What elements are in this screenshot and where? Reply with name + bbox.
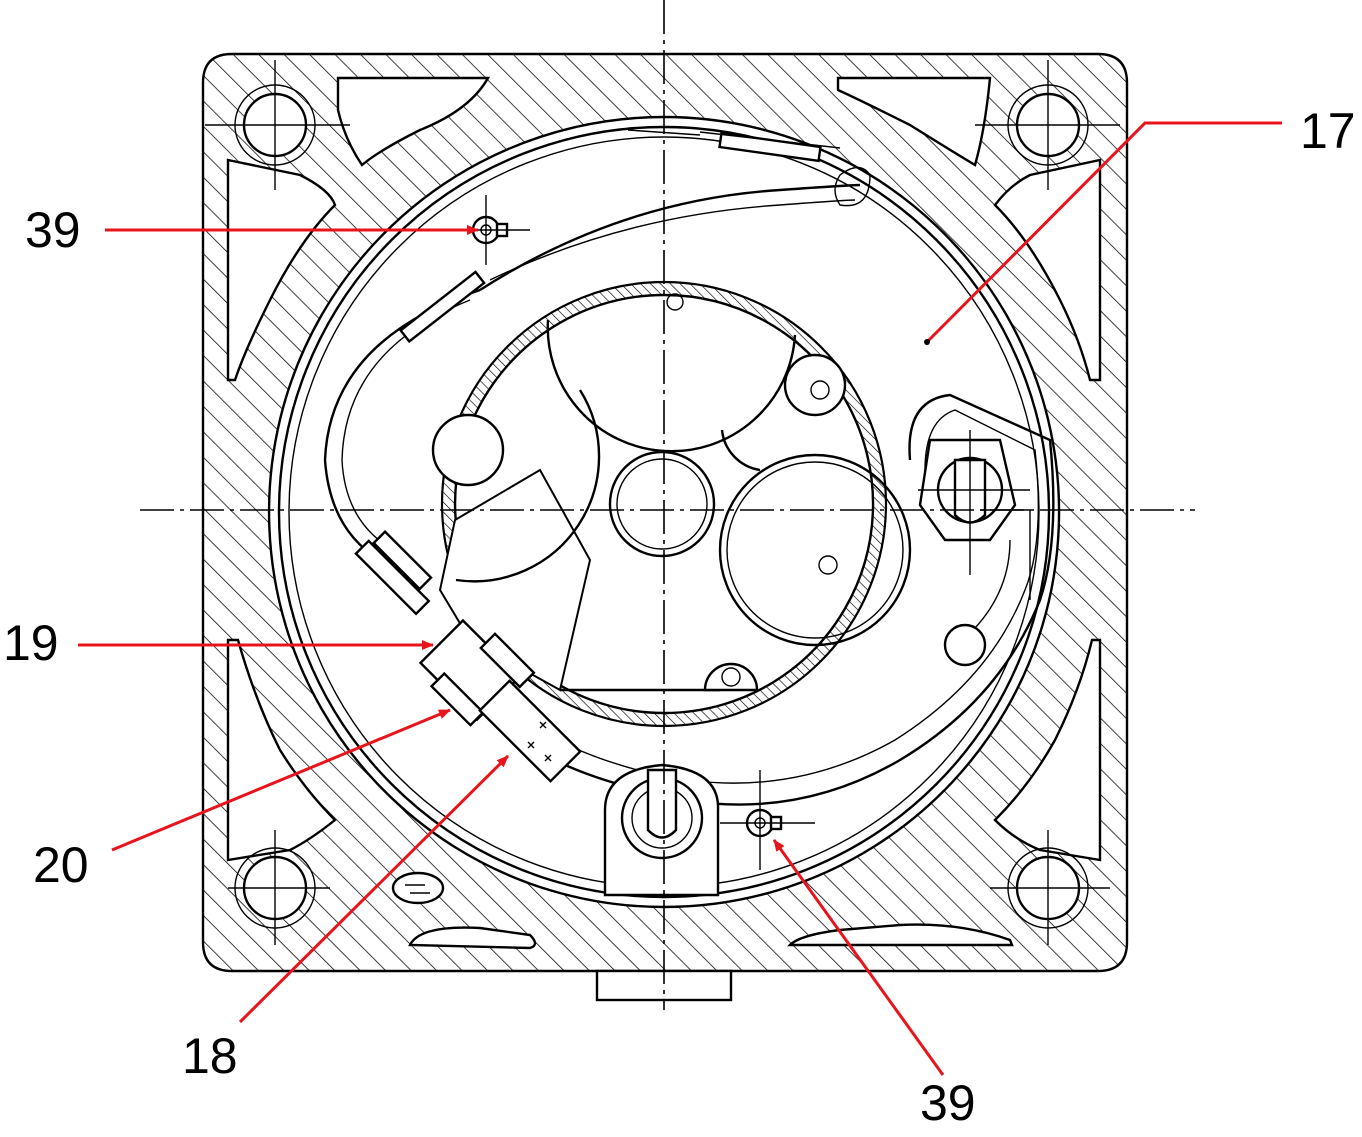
leader-39-lower bbox=[772, 839, 945, 1076]
cable-top-arc bbox=[479, 183, 861, 292]
bottom-pocket bbox=[603, 763, 720, 897]
ref-label-20: 20 bbox=[33, 837, 89, 893]
center-lines bbox=[140, 0, 1195, 1010]
cable-top-arc-inner bbox=[489, 199, 856, 281]
ref-label-39-lower: 39 bbox=[920, 1075, 976, 1131]
top-clamps bbox=[398, 129, 841, 344]
ref-label-17: 17 bbox=[1300, 103, 1356, 159]
leader-18 bbox=[238, 754, 510, 1024]
leader-lines bbox=[78, 121, 1282, 1076]
ref-label-18: 18 bbox=[182, 1028, 238, 1084]
screw-39-lower bbox=[720, 770, 815, 870]
cable-channel-outer bbox=[479, 393, 1055, 806]
right-bolt bbox=[918, 430, 1031, 667]
leader-20 bbox=[111, 708, 451, 852]
mounting-holes bbox=[205, 60, 1120, 945]
ref-label-39-upper: 39 bbox=[25, 202, 81, 258]
top-hook bbox=[834, 166, 871, 207]
inner-lobes bbox=[431, 293, 912, 692]
ref-label-19: 19 bbox=[3, 615, 59, 671]
oval-mark bbox=[391, 871, 445, 905]
leader-17-dot bbox=[924, 339, 930, 345]
connector-assembly bbox=[354, 530, 582, 783]
leader-17 bbox=[925, 121, 1282, 344]
cable-channel-inner bbox=[499, 409, 1040, 784]
